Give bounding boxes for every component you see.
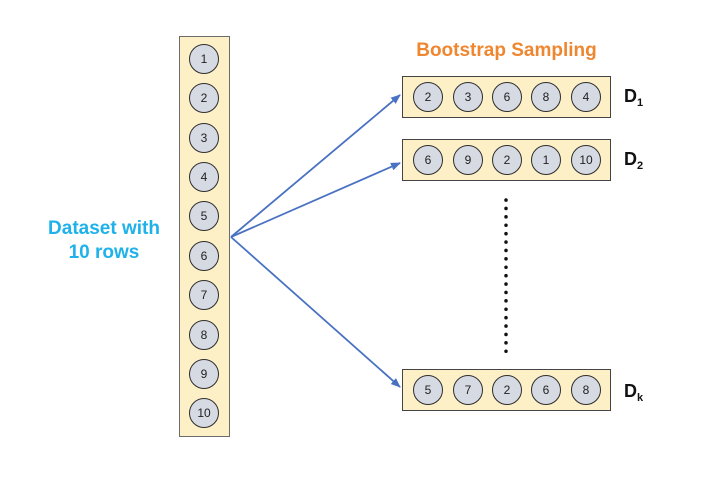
sample-item: 3 xyxy=(453,82,483,112)
dataset-row: 2 xyxy=(189,83,219,113)
sample-item: 6 xyxy=(492,82,522,112)
sample-item: 4 xyxy=(571,82,601,112)
sample-label-sub: 1 xyxy=(637,97,644,109)
sample-item: 2 xyxy=(413,82,443,112)
sample-item: 10 xyxy=(571,145,601,175)
sample-item: 2 xyxy=(492,375,522,405)
sample-label-dk: Dk xyxy=(624,381,643,404)
dataset-row: 8 xyxy=(189,320,219,350)
sample-label-d2: D2 xyxy=(624,149,643,172)
dataset-label: Dataset with 10 rows xyxy=(30,217,178,265)
sample-item: 9 xyxy=(453,145,483,175)
dataset-row: 3 xyxy=(189,123,219,153)
dataset-row: 4 xyxy=(189,162,219,192)
sample-label-name: D xyxy=(624,381,637,401)
dataset-column: 1 2 3 4 5 6 7 8 9 10 xyxy=(179,36,230,437)
sample-item: 1 xyxy=(531,145,561,175)
sample-item: 6 xyxy=(413,145,443,175)
sample-label-d1: D1 xyxy=(624,86,643,109)
sample-item: 7 xyxy=(453,375,483,405)
dataset-row: 6 xyxy=(189,241,219,271)
dataset-row: 5 xyxy=(189,201,219,231)
arrow-to-dk xyxy=(230,236,401,388)
dataset-label-line2: 10 rows xyxy=(68,242,140,263)
dataset-row: 1 xyxy=(189,44,219,74)
sample-box-dk: 5 7 2 6 8 xyxy=(402,369,611,411)
sample-label-sub: 2 xyxy=(637,160,644,172)
sample-label-name: D xyxy=(624,86,637,106)
arrow-to-d2 xyxy=(230,162,401,238)
sample-item: 6 xyxy=(531,375,561,405)
sample-label-name: D xyxy=(624,149,637,169)
arrow-to-d1 xyxy=(230,94,401,238)
dataset-row: 7 xyxy=(189,280,219,310)
sample-item: 8 xyxy=(531,82,561,112)
dataset-row: 9 xyxy=(189,359,219,389)
bootstrap-title: Bootstrap Sampling xyxy=(416,40,597,61)
sample-item: 5 xyxy=(413,375,443,405)
dataset-row: 10 xyxy=(189,398,219,428)
sample-item: 2 xyxy=(492,145,522,175)
sample-label-sub: k xyxy=(637,392,644,404)
sample-item: 8 xyxy=(571,375,601,405)
sample-box-d2: 6 9 2 1 10 xyxy=(402,139,611,181)
sample-box-d1: 2 3 6 8 4 xyxy=(402,76,611,118)
dataset-label-line1: Dataset with xyxy=(48,218,160,239)
